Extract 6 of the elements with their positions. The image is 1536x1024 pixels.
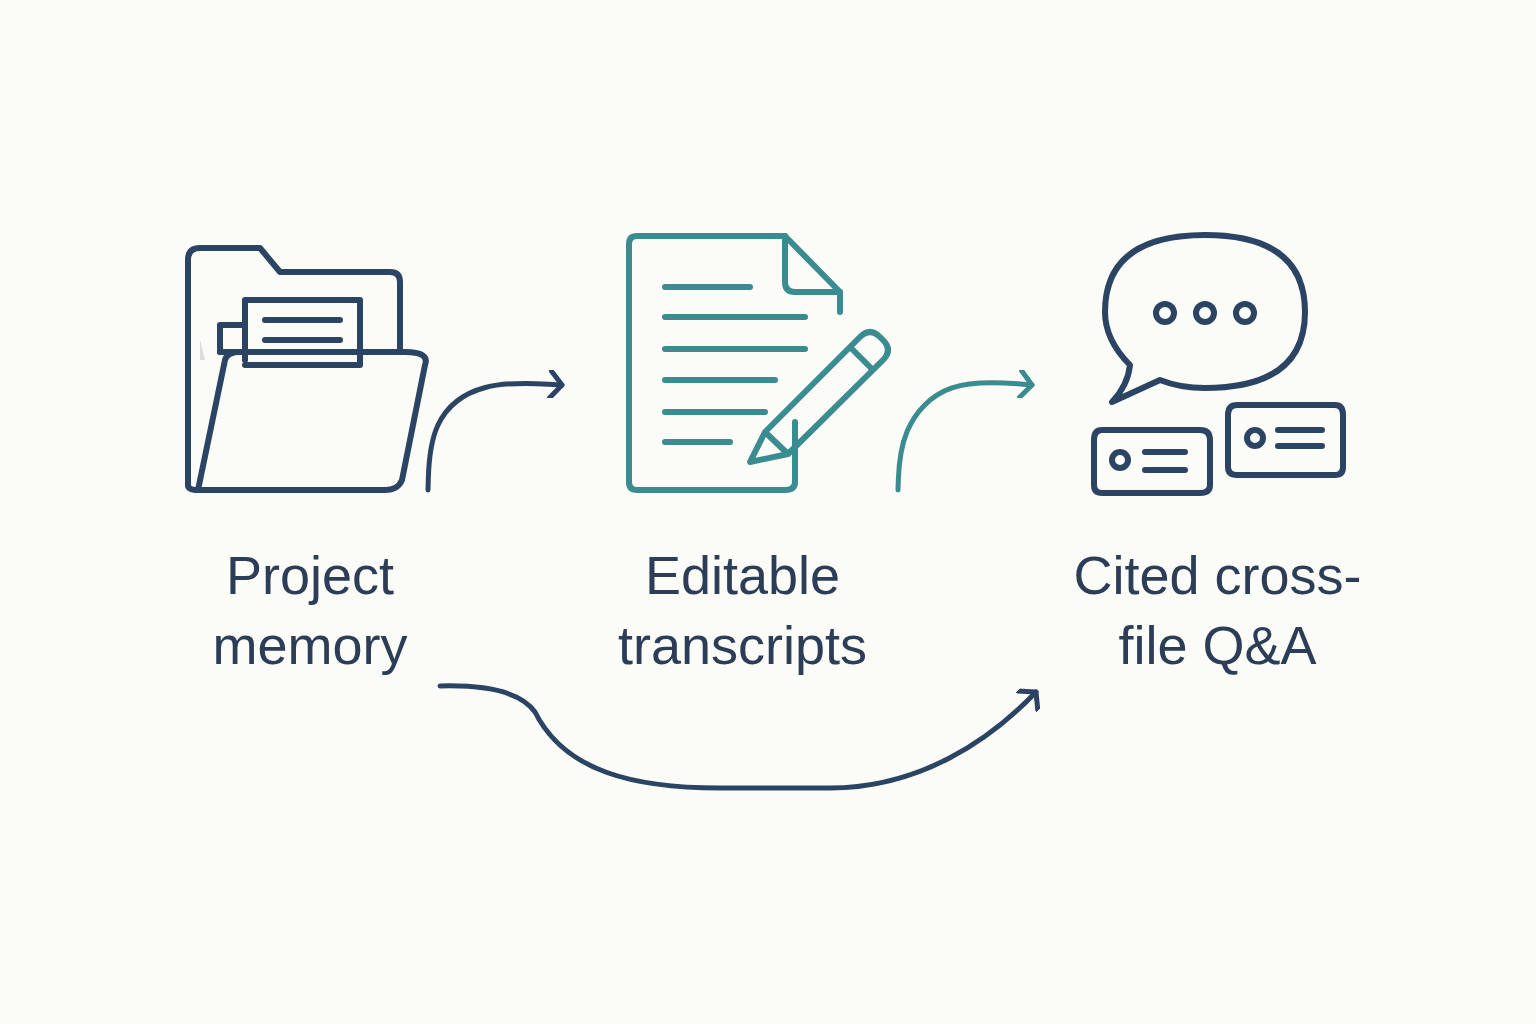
curved-arrow <box>895 367 1035 493</box>
step-label: Project memory <box>211 544 409 677</box>
curved-arrow <box>437 683 1040 791</box>
step-label: Cited cross-file Q&A <box>1072 544 1363 677</box>
curved-arrow <box>425 367 565 493</box>
step-label: Editable transcripts <box>616 544 869 677</box>
